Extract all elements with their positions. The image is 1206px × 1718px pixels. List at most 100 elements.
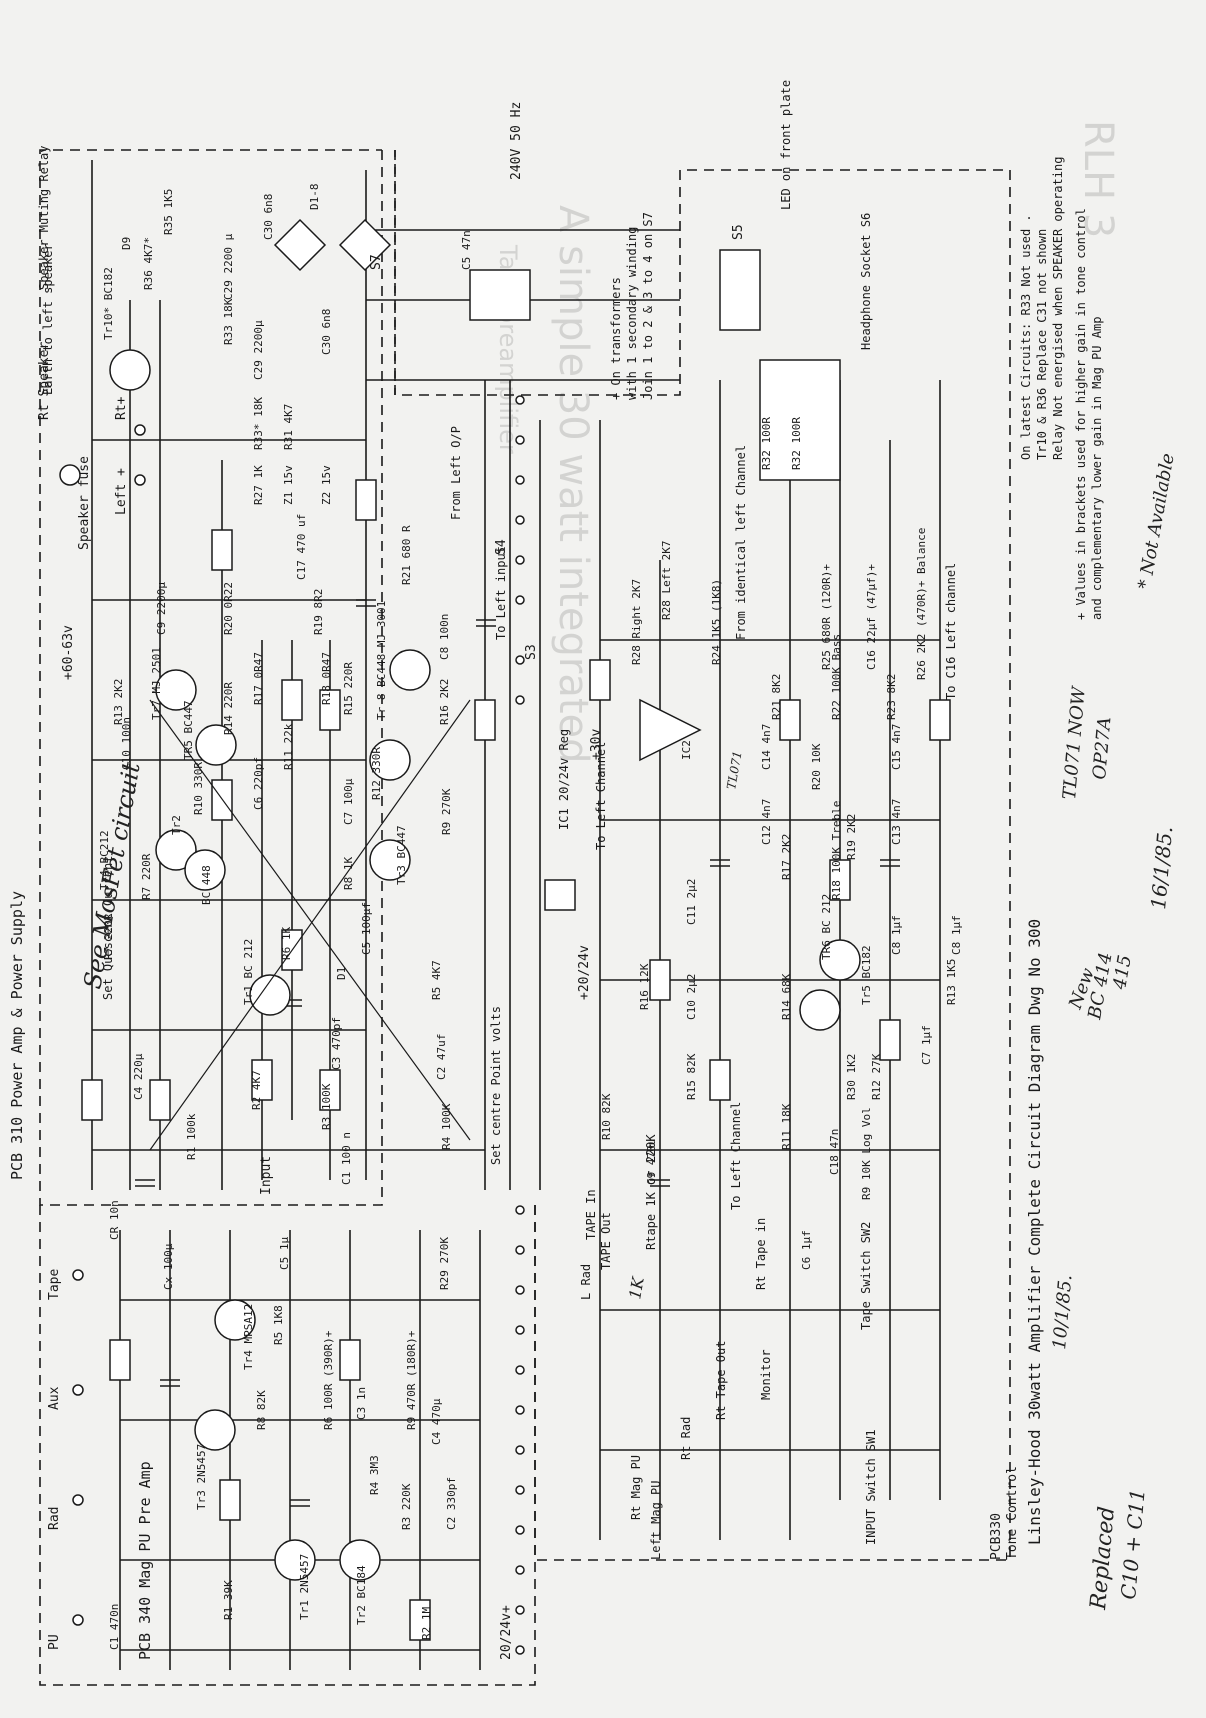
label-C10: C10 100n (120, 717, 133, 770)
label-tC8b: C8 1μf (950, 915, 963, 955)
label-D9: D9 (120, 237, 133, 250)
label-Tr10: Tr10* BC182 (102, 267, 115, 340)
label-tC8: C8 1μf (890, 915, 903, 955)
label-speaker-fuse: Speaker fuse (77, 456, 92, 550)
label-tR16: R16 12K (638, 963, 651, 1010)
label-R17: R17 0R47 (252, 652, 265, 705)
label-pCx: Cx 100μ (162, 1243, 175, 1290)
label-C2: C2 47uf (435, 1034, 448, 1080)
label-input-switch: INPUT Switch SW1 (864, 1429, 878, 1545)
label-mains: 240V 50 Hz (509, 102, 524, 180)
wiring (91, 160, 941, 1670)
label-D1: D1 (335, 967, 348, 980)
label-tC6: C6 1μf (800, 1230, 813, 1270)
label-Tr4: Tr4 BC212 (98, 830, 111, 890)
label-speaker-muting: Speaker Muting Relay (37, 146, 51, 291)
label-pR3: R3 220K (400, 1483, 413, 1530)
label-BC448: BC 448 (200, 865, 213, 905)
label-R27: R27 1K (252, 465, 265, 505)
label-C7: C7 100μ (342, 778, 355, 825)
label-C9: C9 2200μ (155, 582, 168, 635)
label-tR32: R32 100R (760, 417, 773, 470)
label-C30: C30 6n8 (262, 194, 275, 240)
label-pR8: R8 82K (255, 1390, 268, 1430)
label-tape-out: TAPE Out (599, 1212, 613, 1270)
label-R9: R9 270K (440, 788, 453, 835)
label-C3: C3 470pf (330, 1017, 343, 1070)
section-tone-control: Tone Control (1005, 1466, 1020, 1560)
hand-date-1: 10/1/85. (1049, 1274, 1076, 1351)
label-tC15: C15 4n7 (890, 724, 903, 770)
page-title: Linsley-Hood 30watt Amplifier Complete C… (1025, 919, 1044, 1545)
label-C5n: C5 47n (460, 230, 473, 270)
note-values-2: and complementary lower gain in Mag PU A… (1090, 317, 1104, 620)
ghost-rlh: RLH 3 (1075, 120, 1121, 238)
label-s3: S3 (524, 644, 539, 660)
label-tR28: R28 Right 2K7 (630, 579, 643, 665)
label-tR19: R19 2K2 (845, 814, 858, 860)
label-R15: R15 220R (342, 662, 355, 715)
label-R4: R4 100K (440, 1103, 453, 1150)
label-left-mag-pu: Left Mag PU (649, 1481, 663, 1560)
hand-margin: * Not Available (1134, 452, 1179, 591)
label-tC13: C13 4n7 (890, 799, 903, 845)
label-Z1: Z1 15v (282, 465, 295, 505)
hand-replaced-2: C10 + C11 (1116, 1488, 1150, 1601)
label-pR6: R6 100R (390R)+ (322, 1330, 335, 1430)
label-pC3: C3 1n (355, 1387, 368, 1420)
handwritten: See MosFet circuit Replaced C10 + C11 10… (78, 452, 1178, 1612)
label-tR10: R10 82K (600, 1093, 613, 1140)
label-v6063: +60-63v (61, 625, 76, 680)
label-set-quiescent: Set Quescent Current (101, 856, 115, 1001)
label-tape-in: TAPE In (584, 1189, 598, 1240)
label-headphone: Headphone Socket S6 (859, 213, 873, 350)
note-latest-3: Relay Not energised when SPEAKER operati… (1051, 157, 1065, 460)
label-R8: R8 1K (342, 857, 355, 890)
label-pR1: R1 39K (222, 1580, 235, 1620)
label-tR12: R12 27K (870, 1053, 883, 1100)
label-rt-tape-in: Rt Tape in (754, 1218, 768, 1290)
label-Tr1: Tr1 BC 212 (242, 939, 255, 1005)
label-Tr7: Tr7 MJ 2501 (150, 647, 163, 720)
label-C29: C29 2200 μ (222, 233, 235, 300)
label-tR20: R20 10K (810, 743, 823, 790)
label-pR5: R5 1K8 (272, 1305, 285, 1345)
label-R33b: R33 18K (222, 298, 235, 345)
hand-op27a: OP27A (1089, 716, 1115, 780)
label-pu: PU (47, 1634, 62, 1650)
component-labels: Tr10* BC182 R36 4K7* D9 R35 1K5 C29 2200… (98, 184, 473, 1186)
label-tR25: R25 680R (120R)+ (820, 564, 833, 670)
label-pR4: R4 3M3 (368, 1455, 381, 1495)
label-R14: R14 220R (222, 682, 235, 735)
component-symbols (59, 218, 951, 1655)
label-C5: C5 100μf (360, 902, 373, 955)
note-values: + Values in brackets used for higher gai… (1074, 208, 1088, 620)
label-tC12: C12 4n7 (760, 799, 773, 845)
label-tR24: R24 1K5 (1K8) (710, 579, 723, 665)
label-tR22: R22 100K Bass (830, 634, 843, 720)
label-R7b: R7 220R (102, 913, 115, 960)
label-pCR: CR 10n (108, 1200, 121, 1240)
label-tR18: R18 100K Treble (830, 801, 843, 900)
note-transformers-3: Join 1 to 2 & 3 to 4 on S7 (641, 212, 655, 400)
label-R36: R36 4K7* (142, 237, 155, 290)
label-R16: R16 2K2 (438, 679, 451, 725)
label-R1: R1 100k (185, 1113, 198, 1160)
label-R12: R12 330R (370, 747, 383, 800)
label-pR2: R2 1M (420, 1607, 433, 1640)
label-to-left-channel-2: To Left Channel (729, 1102, 743, 1210)
note-latest: On latest Circuits: R33 Not used . (1019, 214, 1033, 460)
label-R5: R5 4K7 (430, 960, 443, 1000)
section-pcb340: PCB 340 Mag PU Pre Amp (136, 1461, 154, 1660)
label-R2: R2 4K7 (250, 1070, 263, 1110)
label-rt-plus: Rt+ (114, 396, 129, 420)
label-left-plus: Left + (114, 468, 129, 515)
label-C8: C8 100n (438, 614, 451, 660)
label-R3: R3 100K (320, 1083, 333, 1130)
label-l-rad: L Rad (579, 1264, 593, 1300)
label-C6: C6 220pf (252, 757, 265, 810)
label-tC18: C18 47n (828, 1129, 841, 1175)
label-tR28b: R28 Left 2K7 (660, 541, 673, 620)
label-pTr1: Tr1 2N5457 (298, 1554, 311, 1620)
label-pTr4: Tr4 MPSA12 (242, 1304, 255, 1370)
